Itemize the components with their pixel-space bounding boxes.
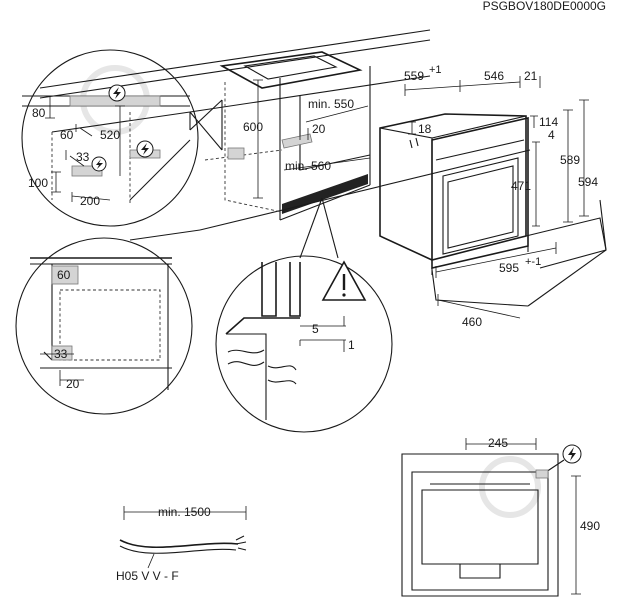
warning-triangle-icon <box>321 260 367 301</box>
lightning-bolt-icon <box>108 84 126 102</box>
zoom-circle-electric: 80 60 520 33 100 200 <box>21 49 199 227</box>
dim-niche-min550: min. 550 <box>308 97 354 111</box>
dim-oven-460: 460 <box>462 315 482 329</box>
dim-cab-80: 80 <box>32 106 46 120</box>
dim-oven-471: 471 <box>511 179 531 193</box>
dim-detail-20: 20 <box>66 377 80 391</box>
lightning-bolt-icon <box>136 140 154 158</box>
model-code: PSGBOV180DE0000G <box>483 0 606 13</box>
dim-back-490: 490 <box>580 519 600 533</box>
dim-oven-595-tol: +-1 <box>525 256 541 268</box>
dim-oven-559-tol: +1 <box>429 64 442 76</box>
dim-cable-min1500: min. 1500 <box>158 505 211 519</box>
dim-gap-5: 5 <box>312 322 319 336</box>
dim-cab-200: 200 <box>80 194 100 208</box>
lightning-bolt-icon <box>562 444 582 464</box>
dim-oven-559: 559 <box>404 69 424 83</box>
cabinet-niche-drawing: 600 min. 550 20 min. 560 <box>39 29 531 259</box>
dim-detail-60: 60 <box>57 268 71 282</box>
dim-oven-18: 18 <box>418 122 432 136</box>
dim-oven-595: 595 <box>499 261 519 275</box>
dim-gap-1: 1 <box>348 338 355 352</box>
dim-detail-33: 33 <box>54 347 68 361</box>
cable-type-label: H05 V V - F <box>116 569 179 583</box>
lightning-bolt-icon <box>91 156 107 172</box>
dim-cab-100: 100 <box>28 176 48 190</box>
zoom-circle-cabinet: 60 33 20 <box>15 237 193 415</box>
zoom-circle-gap: 5 1 <box>215 255 393 433</box>
cable-drawing: min. 1500 H05 V V - F <box>116 505 247 583</box>
dim-cab-520: 520 <box>100 128 120 142</box>
dim-niche-min560: min. 560 <box>285 159 331 173</box>
dim-oven-589: 589 <box>560 153 580 167</box>
dim-cab-33: 33 <box>76 150 90 164</box>
oven-drawing: 559 +1 546 21 18 114 4 471 589 594 595 +… <box>379 64 607 329</box>
dim-oven-21: 21 <box>524 69 538 83</box>
dim-oven-114: 114 <box>539 115 558 129</box>
oven-back-view: 245 490 <box>401 436 600 597</box>
dim-oven-594: 594 <box>578 175 598 189</box>
dim-oven-4: 4 <box>548 128 555 142</box>
dim-niche-20: 20 <box>312 122 326 136</box>
dim-back-245: 245 <box>488 436 508 450</box>
dim-cab-60: 60 <box>60 128 74 142</box>
dim-oven-546: 546 <box>484 69 504 83</box>
dim-niche-600: 600 <box>243 120 263 134</box>
